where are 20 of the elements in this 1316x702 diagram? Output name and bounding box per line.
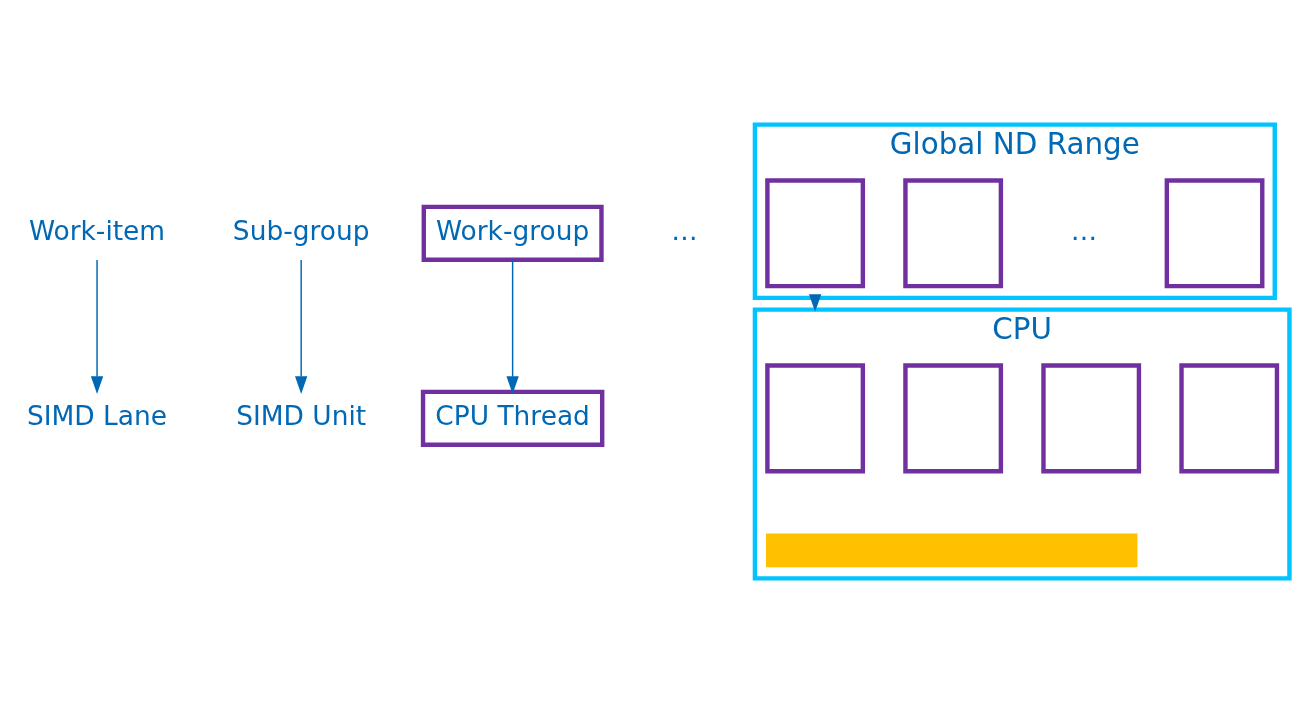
node-text: SIMD Unit [236, 399, 367, 431]
node-box [1179, 362, 1280, 473]
node-text: SIMD Lane [27, 399, 168, 431]
arrow [295, 258, 308, 394]
label: … [1070, 214, 1098, 246]
node-box [765, 177, 866, 288]
label: … [671, 214, 698, 246]
node-box: CPU Thread [420, 389, 605, 447]
arrow [90, 258, 104, 394]
node-box [903, 177, 1004, 288]
node-box: Work-group [421, 204, 604, 262]
node-box [1164, 177, 1265, 288]
node-box [903, 362, 1004, 473]
node-box [765, 362, 866, 473]
node-text: Work-item [28, 214, 166, 246]
cluster: CPU [752, 306, 1292, 581]
node-bar [765, 533, 1138, 567]
node-box [1041, 362, 1142, 473]
arrow [506, 258, 519, 394]
node-text: Sub-group [232, 214, 370, 246]
